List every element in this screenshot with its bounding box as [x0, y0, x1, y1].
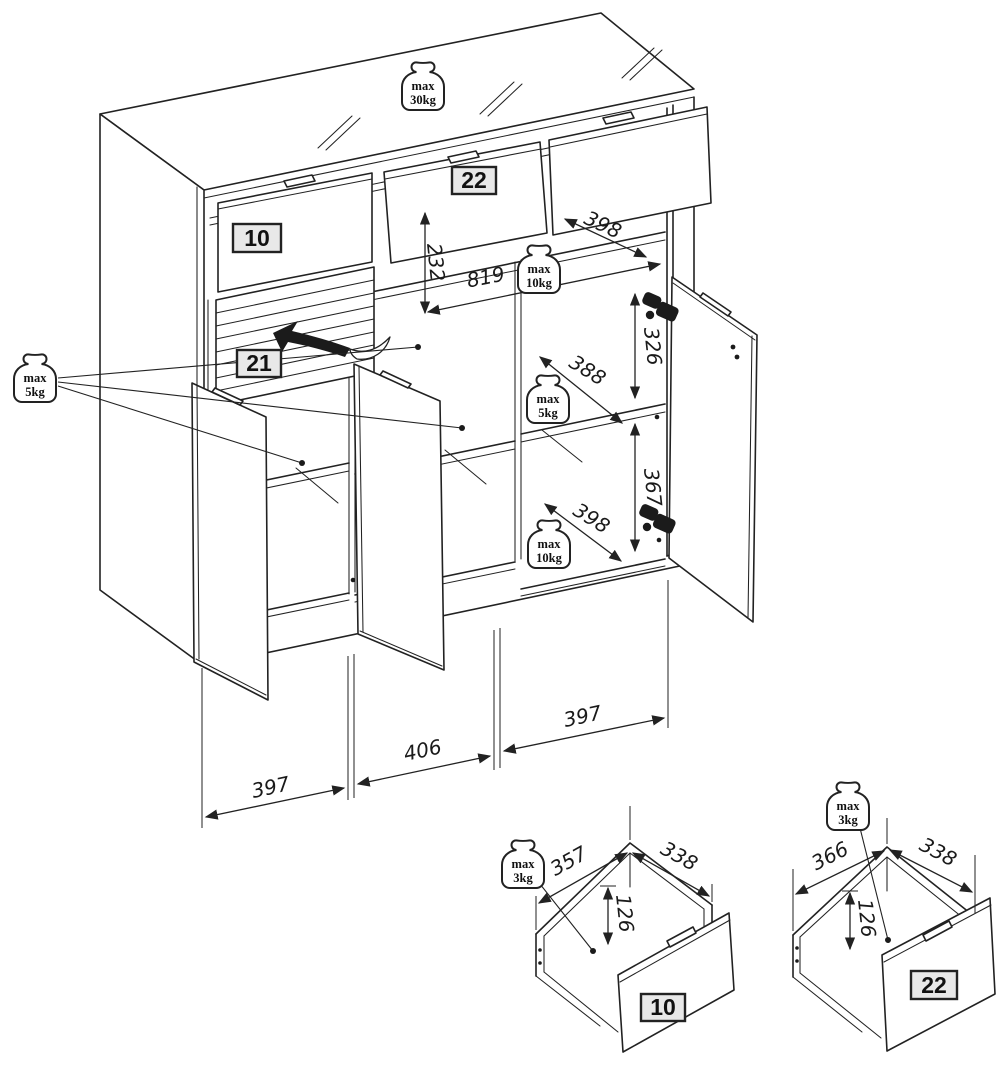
left-side-panel: [99, 113, 205, 667]
swoosh-arrow: [273, 321, 350, 357]
door-left-handle: [211, 387, 244, 406]
part-label-22: 22: [450, 165, 498, 196]
weight-middle-l2: 5kg: [538, 406, 558, 420]
weight-limit-middle-shelf-icon: max 5kg: [526, 374, 570, 424]
shelf-pin: [654, 414, 660, 420]
weight-limit-lower-shelf-icon: max 10kg: [527, 519, 571, 569]
weight-top-l2: 30kg: [410, 93, 436, 107]
dim-line-bottom-depth: [543, 503, 623, 562]
shelf-pin: [350, 577, 356, 583]
part-label-10-text: 10: [244, 225, 270, 251]
dim-inner-width: 819: [465, 262, 507, 293]
dim-upper-height: 326: [639, 326, 667, 366]
door-right: [668, 276, 758, 623]
weight-lower-l2: 10kg: [536, 551, 562, 565]
dim-center-width: 406: [401, 734, 443, 765]
shelf-pin: [656, 537, 662, 543]
weight-upper-l2: 10kg: [526, 276, 552, 290]
hinge-bottom: [639, 504, 676, 534]
dim-bottom-depth: 398: [569, 498, 614, 539]
hinge-hole: [734, 354, 740, 360]
dim-left-width: 397: [249, 771, 292, 802]
detail-drawer-22: 366 338 126 max 3kg 22: [792, 781, 996, 1052]
dim-d10-height: 126: [611, 893, 639, 933]
hinge-hole: [730, 344, 736, 350]
door-middle: [353, 363, 445, 671]
dim-line-d22-width: [888, 849, 974, 893]
door-left: [191, 382, 269, 701]
weight-d10-l2: 3kg: [513, 871, 533, 885]
detail-drawer-10: 357 338 126 max 3kg 10: [501, 806, 735, 1053]
weight-top-l1: max: [412, 79, 436, 93]
bottom-extension-lines: [201, 580, 669, 828]
dim-line-center-width: [356, 753, 492, 787]
detail22-handle: [922, 920, 953, 942]
drawer-front-22: [383, 141, 548, 264]
weight-middle-l1: max: [537, 392, 561, 406]
part-label-detail-22-text: 22: [921, 972, 947, 998]
weight-upper-l1: max: [528, 262, 552, 276]
part-label-21-text: 21: [246, 350, 272, 376]
weight-d10-l1: max: [512, 857, 536, 871]
dim-d22-height: 126: [853, 898, 881, 938]
door-middle-handle: [379, 370, 412, 389]
dim-line-right-width: [502, 715, 666, 754]
dim-line-d10-depth: [537, 852, 629, 904]
weight-limit-side-icon: max 5kg: [13, 353, 57, 403]
part-label-detail-10-text: 10: [650, 994, 676, 1020]
door-right-handle: [699, 292, 732, 317]
swoosh-tail: [349, 336, 391, 360]
part-label-21: 21: [235, 348, 283, 379]
weight-limit-upper-shelf-icon: max 10kg: [517, 244, 561, 294]
weight-d22-l1: max: [837, 799, 861, 813]
weight-limit-top-icon: max 30kg: [401, 61, 445, 111]
detail10-handle: [666, 926, 697, 948]
part-label-detail-22: 22: [909, 969, 959, 1001]
drawer-front-right: [548, 106, 712, 236]
dim-line-d10-width: [631, 852, 711, 897]
dim-line-left-width: [204, 785, 346, 820]
weight-side-l1: max: [24, 371, 48, 385]
top-braces: [317, 47, 663, 151]
drawer-10-handle: [283, 174, 316, 188]
fronts: [191, 106, 758, 701]
dim-opening-height: 232: [422, 242, 450, 282]
weight-limit-detail22-icon: max 3kg: [826, 781, 870, 831]
weight-side-l2: 5kg: [25, 385, 45, 399]
detail10-front-panel: [617, 912, 735, 1053]
part-label-detail-10: 10: [639, 992, 687, 1023]
dim-d10-depth: 357: [546, 841, 591, 881]
dim-line-top-depth: [563, 218, 648, 258]
dim-middle-depth: 388: [565, 350, 610, 391]
drawer-front-10: [217, 172, 373, 293]
dim-d22-width: 338: [916, 832, 961, 871]
dim-right-width: 397: [561, 700, 604, 731]
dim-line-middle-depth: [538, 356, 624, 424]
part-label-10: 10: [231, 222, 283, 254]
drawer-22-handle: [447, 150, 480, 164]
part-label-22-text: 22: [461, 167, 487, 193]
weight-lower-l1: max: [538, 537, 562, 551]
dim-line-d22-depth: [794, 850, 886, 895]
weight-d22-l2: 3kg: [838, 813, 858, 827]
right-drawer-handle: [602, 111, 635, 125]
dim-lower-height: 367: [639, 467, 667, 508]
weight-limit-detail10-icon: max 3kg: [501, 839, 545, 889]
bottom-front-edge: [203, 562, 695, 667]
